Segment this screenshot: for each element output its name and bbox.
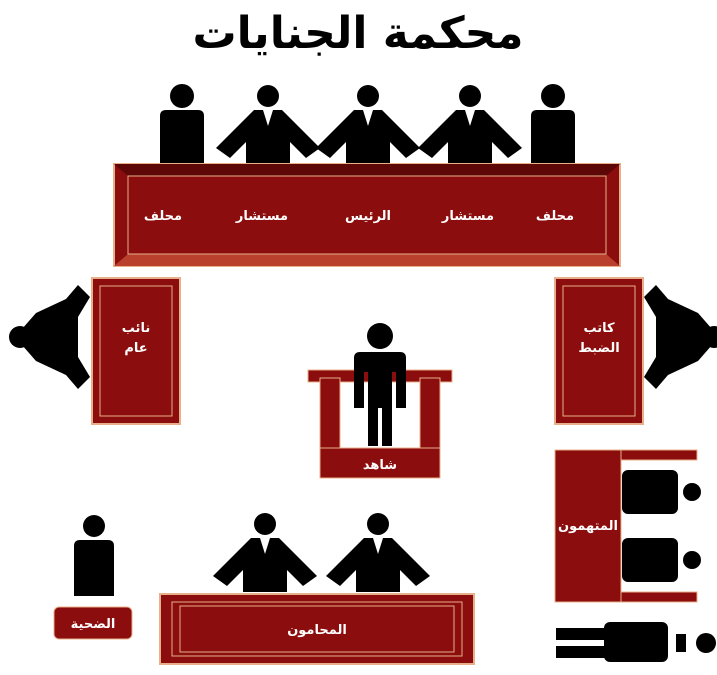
judges-bench: محلف مستشار الرئيس مستشار محلف	[113, 163, 621, 267]
lawyer-figure	[213, 513, 317, 592]
page-title: محكمة الجنايات	[192, 8, 523, 59]
counselor-figure	[216, 85, 320, 164]
victim-figure	[74, 515, 114, 596]
lawyers-figures	[213, 513, 430, 592]
witness-label: شاهد	[363, 458, 397, 473]
seat-label: الرئيس	[345, 209, 391, 224]
defendants-label: المتهمون	[558, 519, 618, 534]
witness-figure	[354, 323, 406, 446]
defendant-figure	[622, 538, 701, 582]
lawyer-figure	[326, 513, 430, 592]
seat-label: محلف	[536, 209, 574, 224]
clerk-label: كاتب	[583, 321, 615, 336]
president-figure	[316, 85, 420, 164]
prosecutor-label: نائب	[122, 321, 150, 336]
juror-figure	[531, 84, 575, 164]
guard-figure	[556, 622, 716, 662]
juror-figure	[160, 84, 204, 164]
clerk-figure	[644, 285, 717, 389]
lawyers-label: المحامون	[287, 623, 347, 638]
seat-label: مستشار	[235, 209, 288, 224]
prosecutor-desk: نائب عام	[91, 277, 181, 425]
lawyers-desk: المحامون	[159, 593, 475, 665]
bench-figures	[160, 84, 575, 164]
prosecutor-label: عام	[124, 341, 147, 356]
defendants-dock: المتهمون	[554, 449, 698, 603]
clerk-desk: كاتب الضبط	[554, 277, 644, 425]
defendant-figure	[622, 470, 701, 514]
prosecutor-figure	[9, 285, 90, 389]
seat-label: مستشار	[441, 209, 494, 224]
victim-badge: الضحية	[53, 606, 133, 640]
counselor-figure	[418, 85, 522, 164]
seat-label: محلف	[144, 209, 182, 224]
clerk-label: الضبط	[578, 341, 619, 356]
victim-label: الضحية	[71, 617, 116, 632]
